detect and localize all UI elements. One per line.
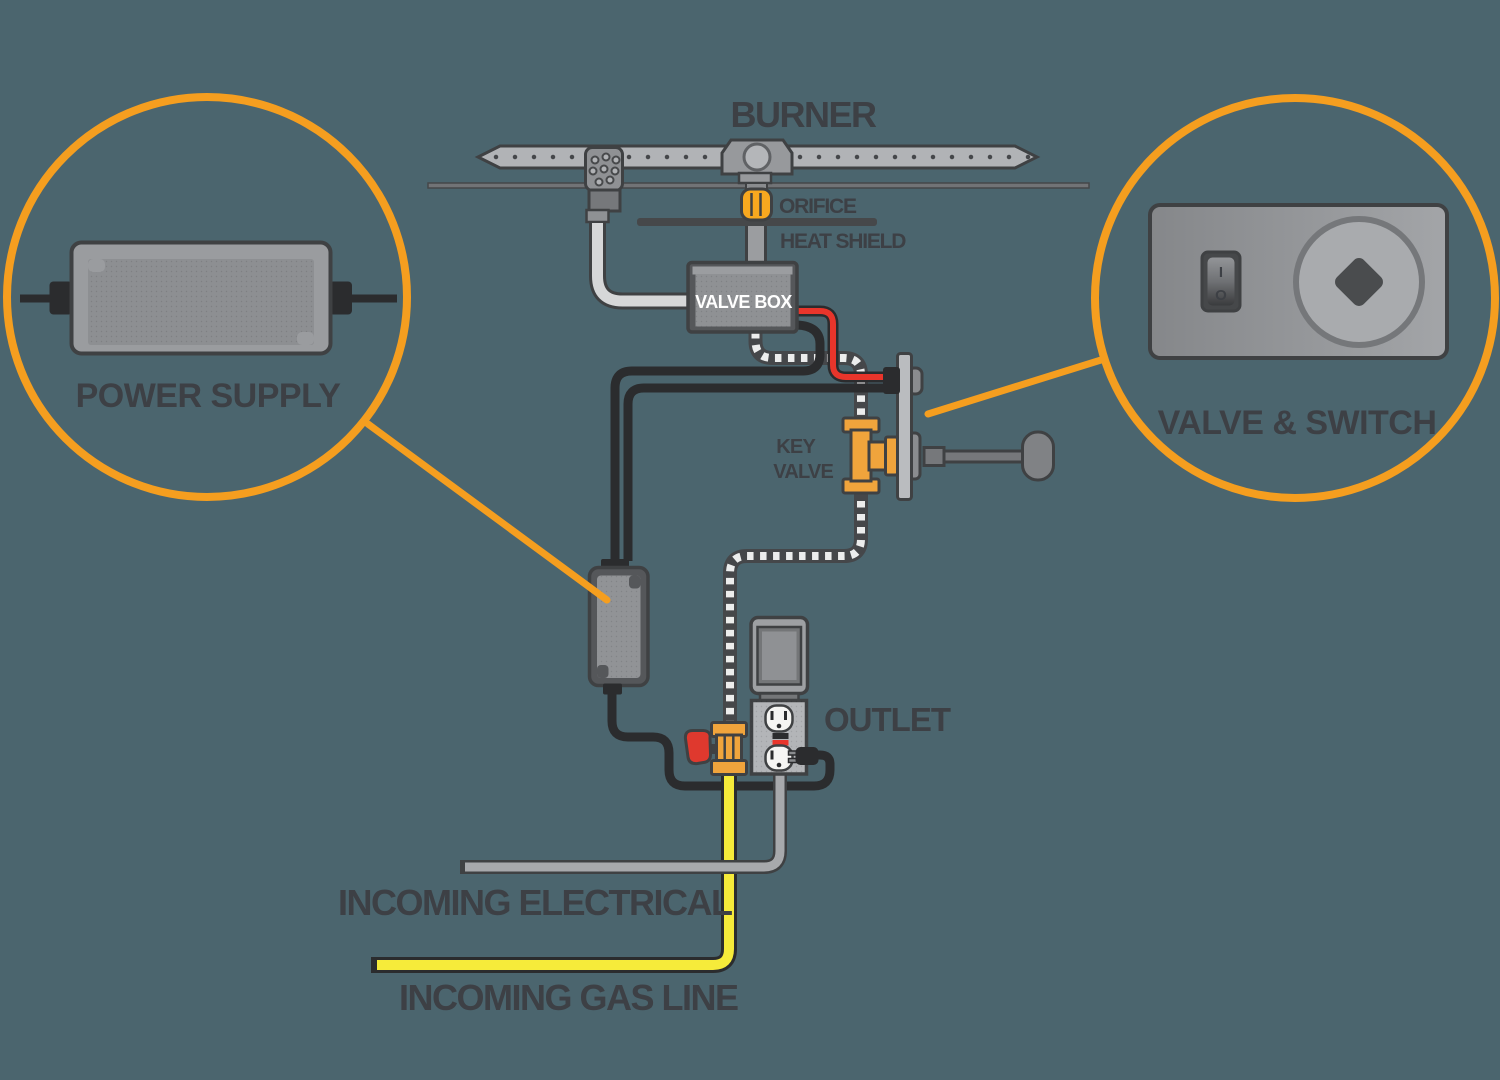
power-supply-bottom-connector: [603, 683, 622, 695]
ignition-wiring: [610, 305, 886, 561]
receptacle-top: [764, 704, 794, 733]
rocker-switch: I O: [1200, 250, 1242, 313]
valve-switch-callout-label: VALVE & SWITCH: [1158, 404, 1437, 442]
outlet-reset-button: [772, 733, 789, 739]
key-socket: [922, 446, 946, 467]
incoming-gas-line-pipe: [377, 770, 734, 970]
callout-circle: [3, 93, 411, 501]
igniter-tube: [589, 222, 690, 310]
incoming-electrical-label: INCOMING ELECTRICAL: [338, 882, 732, 923]
shutoff-red-handle: [683, 729, 713, 766]
igniter-electrode: [584, 146, 624, 224]
valve-key: [922, 430, 1055, 482]
flex-gas-lines: [723, 332, 868, 730]
burner-label: BURNER: [730, 94, 877, 135]
key-valve-tee: [841, 416, 899, 495]
burner-collar-upper: [737, 171, 773, 185]
key-valve-label-line1: KEY: [776, 436, 816, 458]
pointer-power-supply: [364, 420, 611, 604]
valve-box-label: VALVE BOX: [695, 292, 792, 312]
orifice-fitting: [740, 187, 773, 222]
valve-box: VALVE BOX: [686, 260, 799, 334]
shutoff-bottom-flange: [710, 759, 748, 776]
orifice-label: ORIFICE: [779, 195, 857, 218]
outlet-label: OUTLET: [824, 701, 951, 738]
panel-notch: [629, 575, 641, 589]
igniter-tube-fill: [592, 223, 690, 307]
valve-switch-callout: I O VALVE & SWITCH: [1091, 94, 1499, 502]
valve-mounting-plate: [896, 352, 913, 501]
handle-stub: [706, 744, 720, 754]
gas-shutoff-valve: [683, 721, 748, 776]
supply-connector-left: [49, 281, 73, 315]
panel-notch: [597, 665, 609, 678]
black-wire-valvebox-to-powersupply: [610, 320, 825, 561]
panel-notch: [297, 332, 314, 345]
callout-circle: [1091, 94, 1499, 502]
outlet-cover-inner: [762, 631, 797, 680]
black-wire-switch-to-powersupply: [623, 383, 886, 561]
power-supply-callout-label: POWER SUPPLY: [76, 377, 342, 415]
incoming-gas-label: INCOMING GAS LINE: [399, 977, 738, 1018]
igniter-wire-connector: [883, 367, 900, 394]
heat-shield-label: HEAT SHIELD: [780, 230, 906, 253]
key-valve-label-line2: VALVE: [773, 461, 833, 483]
valve-key-socket: [1335, 258, 1383, 306]
key-shaft: [940, 449, 1029, 464]
supply-connector-right: [329, 281, 352, 315]
red-ignition-wire: [797, 308, 886, 380]
panel-notch: [88, 259, 105, 272]
flex-line-stripes: [726, 488, 865, 730]
power-plug: [795, 747, 819, 765]
power-supply-callout: POWER SUPPLY: [3, 93, 411, 501]
burner-hub-port: [742, 142, 772, 172]
heat-shield-bar: [637, 218, 877, 226]
key-valve-assembly: [841, 352, 1055, 501]
switch-off-marking: O: [1215, 287, 1227, 304]
flex-line-stripes: [751, 332, 865, 424]
outlet-test-button: [772, 740, 789, 746]
pointer-valve-switch: [924, 356, 1105, 418]
incoming-electrical-conduit: [465, 772, 785, 872]
power-supply-module: [587, 559, 650, 695]
power-cord: [607, 693, 835, 791]
valve-box-top-band: [692, 266, 793, 275]
valve-dial: [1293, 216, 1425, 348]
outlet-assembly: [749, 615, 819, 776]
burner-assembly: [427, 138, 1090, 310]
incoming-lines: [371, 770, 787, 973]
switch-on-marking: I: [1219, 264, 1223, 281]
key-handle: [1021, 430, 1055, 482]
